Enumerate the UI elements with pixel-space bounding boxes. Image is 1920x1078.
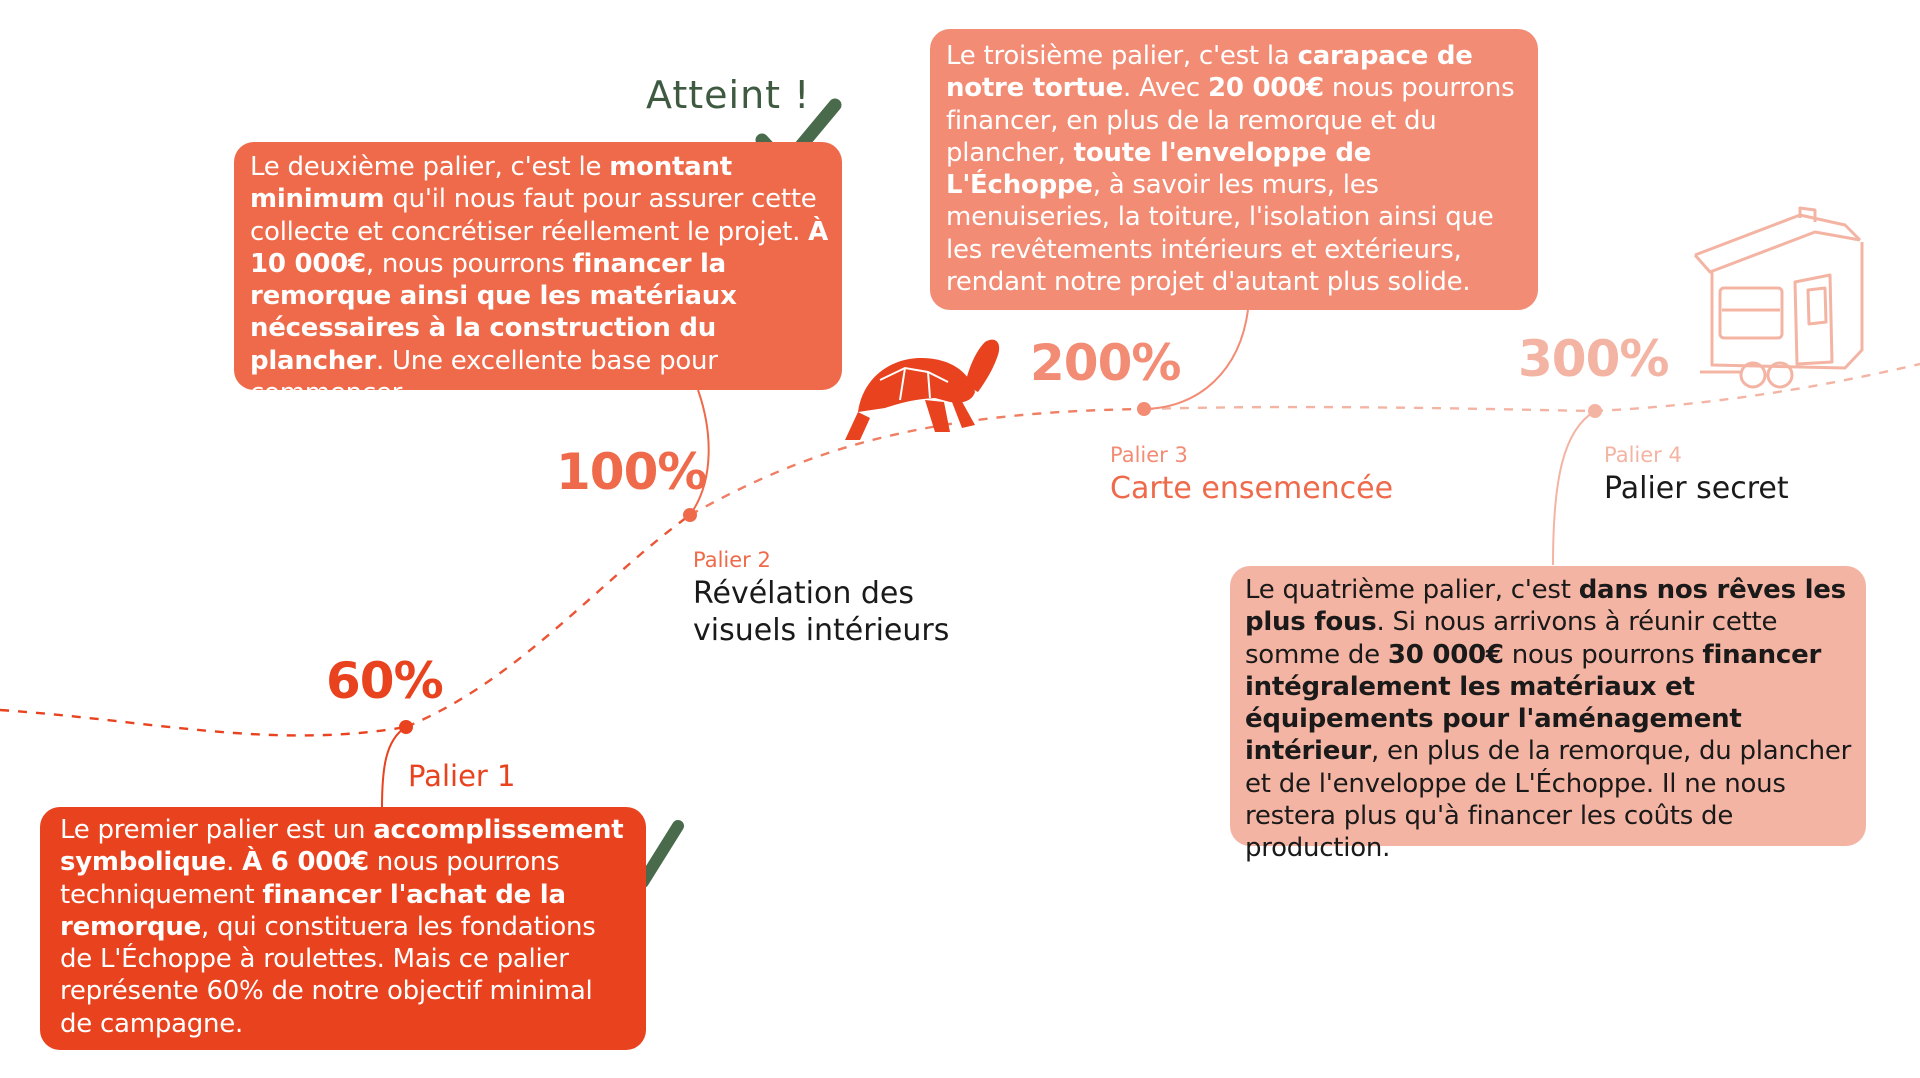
progress-path-segment-3 [689,407,1145,517]
tier-4-description: Le quatrième palier, c'est dans nos rêve… [1245,575,1851,863]
emphasis-text: financer l'achat de la remorque [60,879,566,942]
tier-2-name: Révélation des visuels intérieurs [693,576,950,649]
body-text: qu'il nous faut pour assurer cette colle… [250,184,817,247]
milestone-dot-3 [1137,402,1151,416]
tier-3-percent: 200% [1030,334,1181,392]
milestone-dot-1 [399,720,413,734]
emphasis-text: dans nos rêves les plus fous [1245,575,1846,638]
emphasis-text: toute l'enveloppe de L'Échoppe [946,137,1372,201]
tier-2-percent: 100% [556,443,707,501]
milestone-dot-4 [1588,404,1602,418]
tier-1-description-card: Le premier palier est un accomplissement… [40,807,646,1050]
emphasis-text: carapace de notre tortue [946,41,1473,104]
connector-tier-2 [689,389,710,516]
body-text: nous pourrons techniquement [60,847,560,910]
body-text: . Avec [1123,73,1208,104]
body-text: Le premier palier est un [60,815,374,845]
turtle-icon [845,339,1000,440]
connector-tier-3 [1143,309,1249,410]
tier-4-description-card: Le quatrième palier, c'est dans nos rêve… [1230,566,1866,863]
tier-2-description: Le deuxième palier, c'est le montant min… [250,152,828,408]
progress-path-segment-2 [405,514,691,729]
body-text: , à savoir les murs, les menuiseries, la… [946,170,1494,298]
tier-4-name: Palier secret [1604,471,1789,506]
tier-3-name: Carte ensemencée [1110,471,1394,506]
connector-tier-4 [1552,410,1596,566]
tier-3-label: Palier 3 [1110,443,1188,467]
connector-tier-1 [381,726,407,809]
tier-4-percent: 300% [1518,330,1669,388]
body-text: . [226,847,243,878]
body-text: , qui constituera les fondations de L'Éc… [60,911,596,1039]
emphasis-text: financer la remorque ainsi que les matér… [250,248,737,376]
emphasis-text: À 6 000€ [242,847,369,878]
progress-path-segment-1 [0,708,407,737]
body-text: . Si nous arrivons à réunir cette somme … [1245,607,1778,670]
tier-1-description: Le premier palier est un accomplissement… [60,815,624,1039]
tiny-house-icon [1693,206,1864,389]
body-text: Le troisième palier, c'est la [946,41,1298,71]
milestone-dot-2 [683,508,697,522]
tier-1-label: Palier 1 [408,759,516,793]
tier-4-label: Palier 4 [1604,443,1682,467]
tier-3-description: Le troisième palier, c'est la carapace d… [946,41,1515,298]
body-text: Le quatrième palier, c'est [1245,575,1579,605]
emphasis-text: accomplissement symbolique [60,815,624,878]
emphasis-text: 20 000€ [1207,73,1324,104]
emphasis-text: 30 000€ [1387,639,1504,670]
tier-1-percent: 60% [326,652,444,710]
emphasis-text: montant minimum [250,152,732,215]
emphasis-text: À 10 000€ [250,216,829,279]
body-text: . Une excellente base pour commencer. [250,345,718,409]
body-text: nous pourrons [1503,639,1703,670]
body-text: , en plus de la remorque, du plancher et… [1245,736,1852,864]
emphasis-text: financer intégralement les matériaux et … [1245,639,1822,767]
body-text: nous pourrons financer, en plus de la re… [946,73,1515,168]
reached-label: Atteint ! [646,73,811,117]
body-text: Le deuxième palier, c'est le [250,152,610,182]
tier-2-description-card: Le deuxième palier, c'est le montant min… [234,142,842,408]
tier-2-label: Palier 2 [693,548,771,572]
body-text: , nous pourrons [365,248,573,279]
tier-3-description-card: Le troisième palier, c'est la carapace d… [930,29,1538,310]
